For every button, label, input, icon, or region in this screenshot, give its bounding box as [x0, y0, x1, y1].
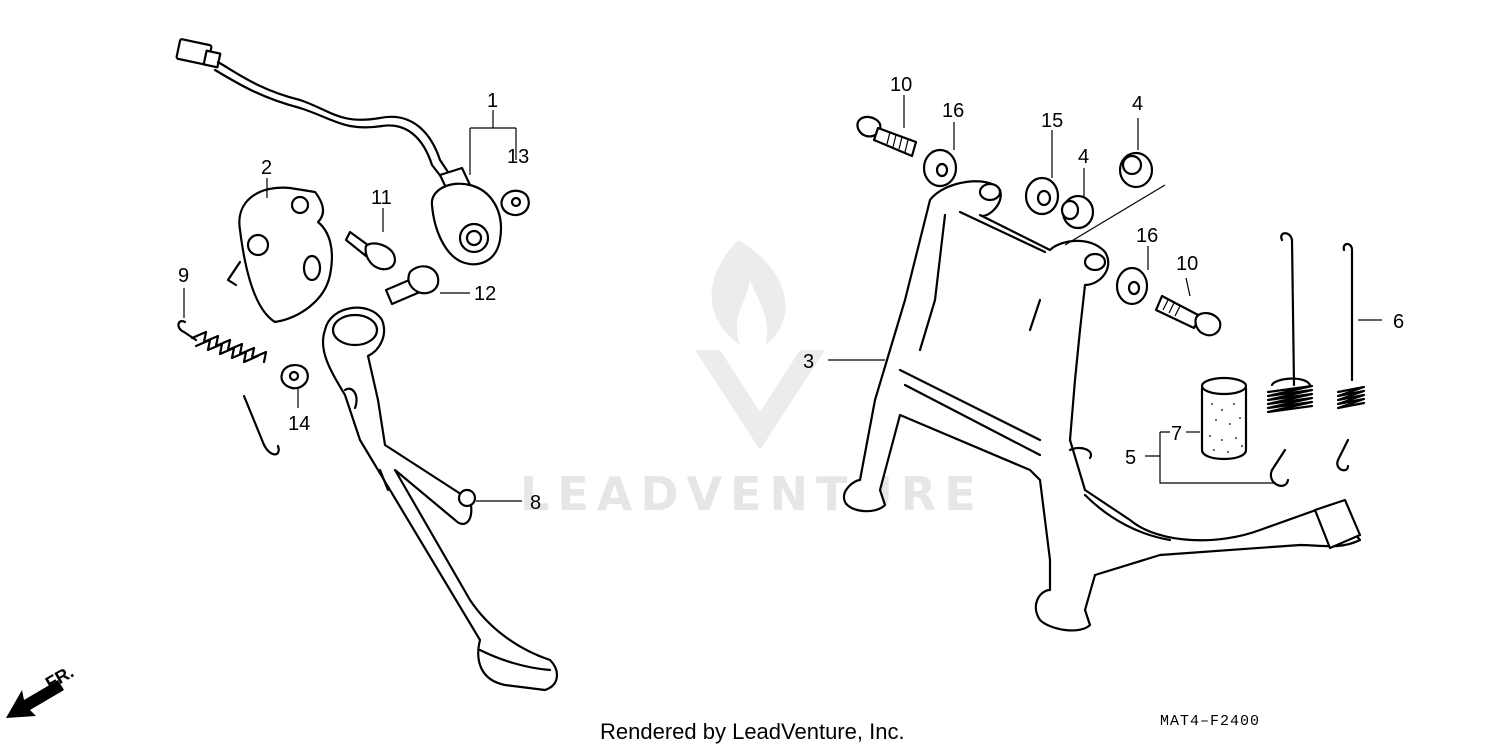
- callout-4-front: 4: [1078, 146, 1089, 168]
- callout-10-upper: 10: [890, 74, 912, 96]
- callout-leaders: [183, 95, 1382, 502]
- side-stand-spring: [177, 320, 280, 456]
- leader-line-collars: [1064, 184, 1166, 246]
- callout-4-rear: 4: [1132, 93, 1143, 115]
- callout-8: 8: [530, 492, 541, 514]
- callout-15: 15: [1041, 110, 1063, 132]
- collar-4-rear: [1118, 151, 1154, 189]
- callout-10-lower: 10: [1176, 253, 1198, 275]
- callout-5: 5: [1125, 447, 1136, 469]
- washer-16-upper: [922, 148, 958, 188]
- callout-7: 7: [1171, 423, 1182, 445]
- nut-14: [280, 364, 309, 390]
- watermark: LEADVENTURE: [520, 240, 984, 521]
- callout-16-lower: 16: [1136, 225, 1158, 247]
- callout-16-upper: 16: [942, 100, 964, 122]
- front-direction-indicator: FR.: [6, 662, 77, 718]
- diagram-code: MAT4–F2400: [1160, 713, 1260, 730]
- callout-6: 6: [1393, 311, 1404, 333]
- side-stand: [321, 306, 558, 692]
- main-stand: [842, 180, 1362, 632]
- callout-1: 1: [487, 90, 498, 112]
- watermark-text: LEADVENTURE: [520, 467, 984, 521]
- side-stand-switch: [175, 38, 503, 266]
- bolt-10-lower: [1154, 294, 1222, 337]
- callout-12: 12: [474, 283, 496, 305]
- callout-9: 9: [178, 265, 189, 287]
- washer-16-lower: [1115, 266, 1149, 306]
- callout-14: 14: [288, 413, 310, 435]
- direction-arrow-icon: [6, 680, 64, 718]
- bolt-12: [384, 265, 440, 306]
- callout-13: 13: [507, 146, 529, 168]
- side-stand-bracket: [226, 186, 334, 324]
- watermark-logo-icon: [695, 240, 825, 450]
- callout-labels: 1 2 3 4 4 5 6 7 8 9 10 10 11 12 13 14 15…: [178, 74, 1404, 514]
- footer-credit: Rendered by LeadVenture, Inc.: [600, 719, 905, 744]
- collar-4-front: [1060, 194, 1095, 230]
- callout-11: 11: [371, 187, 392, 209]
- main-stand-spring-5: [1266, 232, 1314, 487]
- callout-2: 2: [261, 157, 272, 179]
- bolt-11: [344, 230, 396, 271]
- nut-13: [500, 189, 530, 217]
- callout-3: 3: [803, 351, 814, 373]
- main-stand-spring-6: [1336, 242, 1366, 472]
- washer-15: [1024, 176, 1060, 216]
- bolt-10-upper: [856, 115, 918, 158]
- spring-collar-7: [1200, 376, 1248, 460]
